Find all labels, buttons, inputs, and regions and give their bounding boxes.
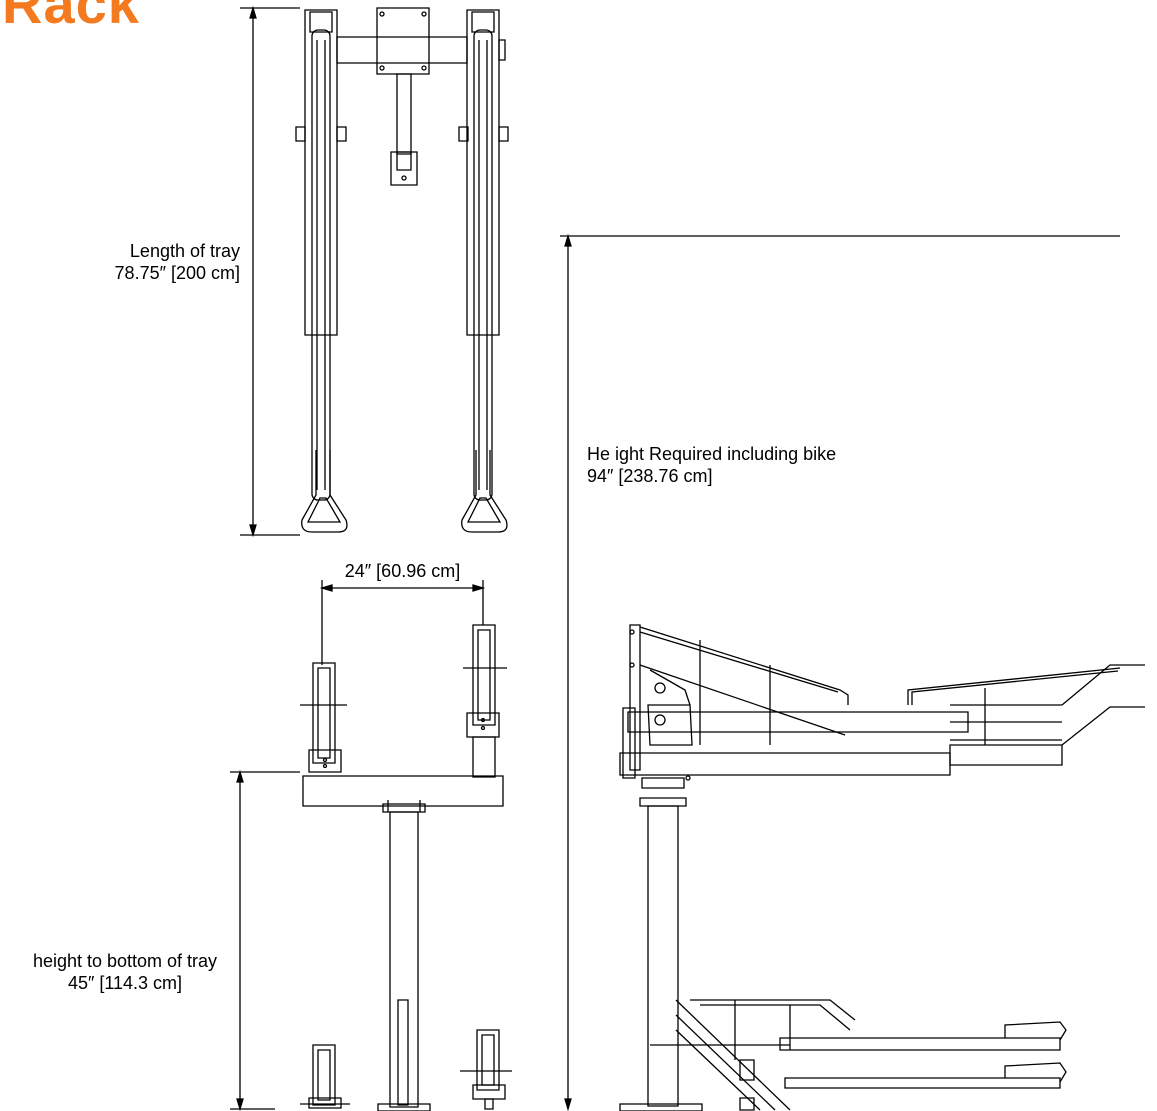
tray-height-caption: height to bottom of tray [32, 951, 218, 971]
tray-spacing-value: 24″ [60.96 cm] [344, 561, 461, 581]
top-view [296, 8, 508, 532]
height-required-dimension [560, 236, 1120, 1109]
tray-height-value: 45″ [114.3 cm] [67, 973, 183, 993]
tray-height-dimension [230, 772, 300, 1109]
tray-length-dimension [240, 8, 300, 535]
tray-length-caption: Length of tray [129, 241, 240, 261]
front-view [300, 580, 512, 1111]
tray-spacing-label: 24″ [60.96 cm] [322, 560, 483, 582]
page-title: Rack [2, 0, 140, 35]
height-required-label: He ight Required including bike 94″ [238… [587, 443, 836, 487]
side-view [620, 625, 1145, 1111]
height-required-caption: He ight Required including bike [587, 444, 837, 464]
tray-length-value: 78.75″ [200 cm] [114, 263, 240, 283]
tray-length-label: Length of tray 78.75″ [200 cm] [40, 240, 240, 284]
height-required-value: 94″ [238.76 cm] [587, 466, 713, 486]
tray-height-label: height to bottom of tray 45″ [114.3 cm] [10, 950, 240, 994]
